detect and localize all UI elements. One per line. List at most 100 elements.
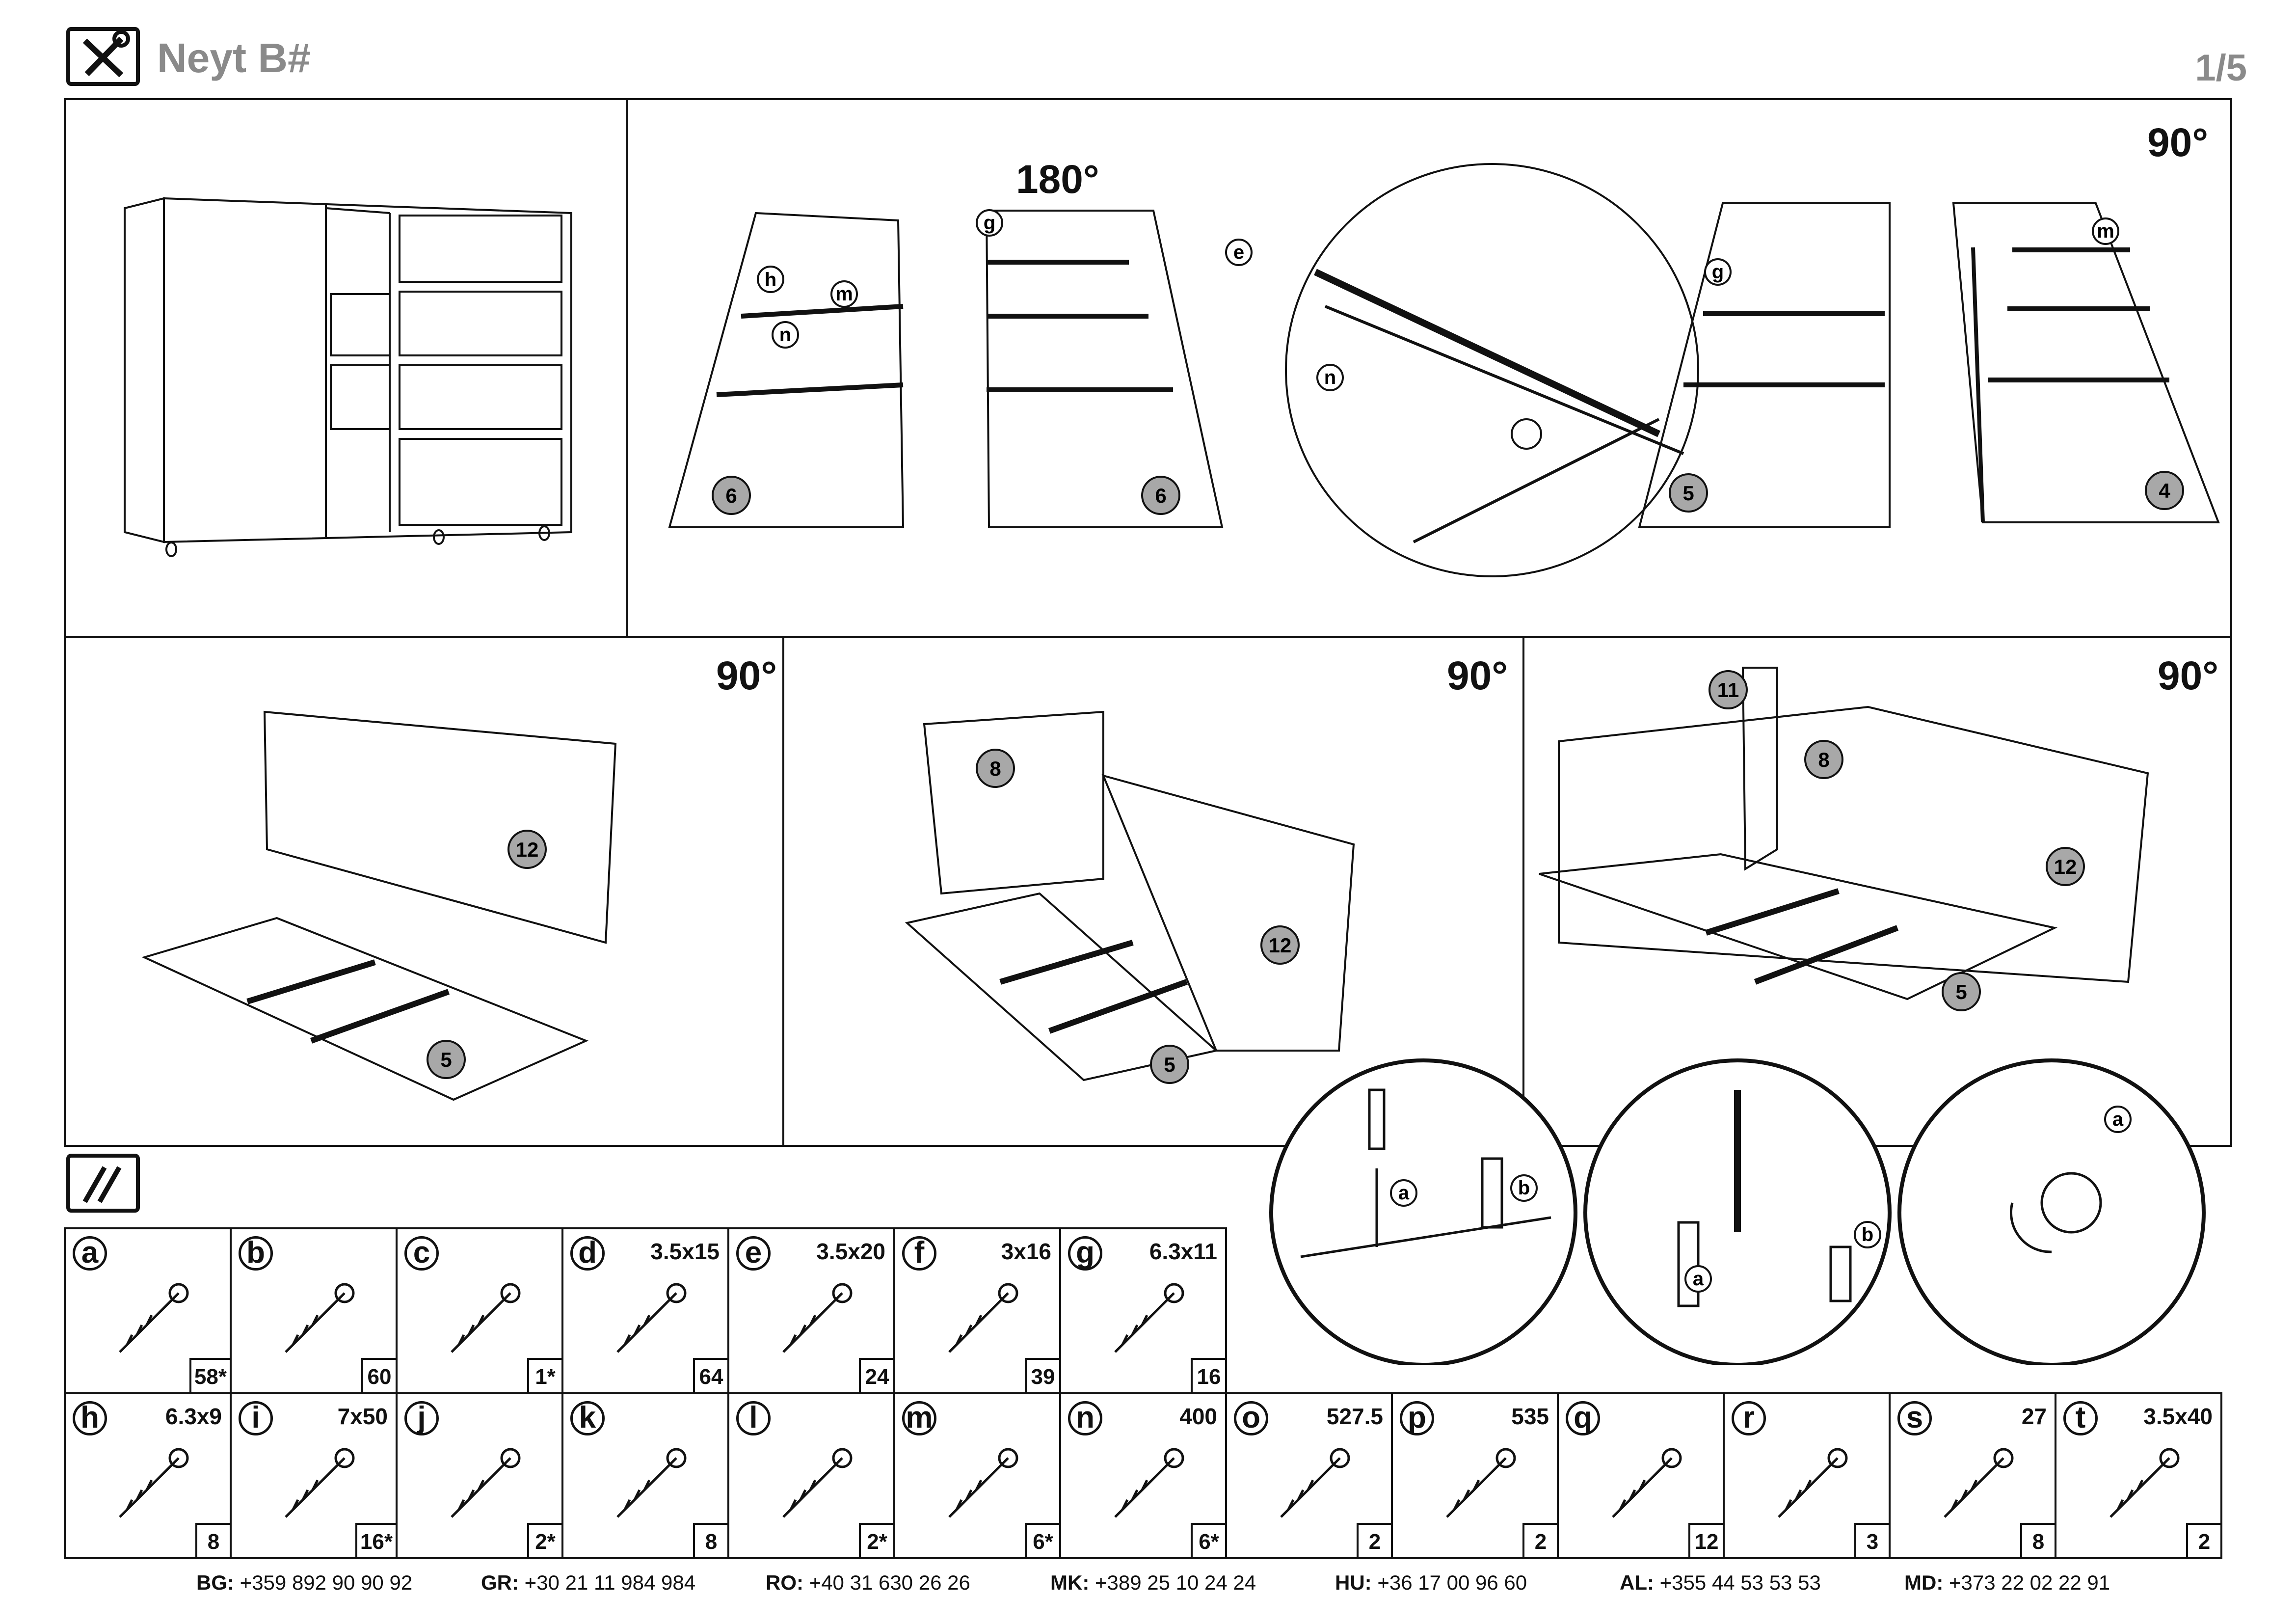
tools-icon	[66, 27, 140, 86]
part-letter: d	[570, 1236, 605, 1271]
part-dimension: 527.5	[1326, 1404, 1383, 1429]
part-g-icon	[1114, 1283, 1184, 1353]
part-quantity: 12	[1688, 1523, 1725, 1559]
part-dimension: 6.3x9	[165, 1404, 222, 1429]
drawer-runner-diagrams: h m n g e n g m 6 6 5 4	[668, 163, 2220, 577]
svg-text:12: 12	[2054, 855, 2077, 878]
svg-text:g: g	[1712, 261, 1724, 283]
rotate-90-label-2: 90°	[716, 653, 777, 698]
svg-text:n: n	[779, 324, 791, 346]
part-dimension: 6.3x11	[1149, 1239, 1217, 1264]
contact-ro: RO: +40 31 630 26 26	[766, 1571, 970, 1594]
part-f-icon	[948, 1283, 1018, 1353]
step-divider-panel: 11 8 12 5 90°	[1522, 636, 2232, 1147]
svg-text:a: a	[2112, 1109, 2124, 1130]
part-letter: p	[1400, 1401, 1434, 1435]
svg-text:4: 4	[2159, 479, 2170, 502]
svg-text:11: 11	[1717, 678, 1739, 702]
part-quantity: 8	[195, 1523, 232, 1559]
callout-m: m	[830, 280, 858, 308]
part-letter: g	[1068, 1236, 1102, 1271]
contact-md: MD: +373 22 02 22 91	[1904, 1571, 2110, 1594]
part-letter: e	[736, 1236, 771, 1271]
svg-text:8: 8	[1818, 748, 1829, 771]
callout-n2: n	[1316, 364, 1344, 391]
part-quantity: 58*	[189, 1358, 232, 1394]
part-t-icon	[2109, 1448, 2180, 1518]
part-quantity: 6*	[1191, 1523, 1227, 1559]
svg-text:a: a	[1398, 1182, 1410, 1204]
part-dimension: 535	[1511, 1404, 1549, 1429]
part-cell-o: o 527.5 2	[1225, 1392, 1393, 1559]
part-quantity: 8	[2020, 1523, 2056, 1559]
part-l-icon	[782, 1448, 853, 1518]
rotate-90-label: 90°	[2147, 120, 2209, 165]
part-cell-a: a 58*	[64, 1227, 232, 1394]
part-dimension: 3.5x20	[816, 1239, 885, 1264]
part-q-icon	[1612, 1448, 1682, 1518]
part-quantity: 3	[1854, 1523, 1891, 1559]
part-quantity: 8	[693, 1523, 729, 1559]
contact-bg: BG: +359 892 90 90 92	[196, 1571, 413, 1594]
part-quantity: 1*	[527, 1358, 563, 1394]
part-quantity: 2	[1522, 1523, 1559, 1559]
part-k-icon	[616, 1448, 687, 1518]
overview-panel	[64, 98, 628, 638]
contact-gr: GR: +30 21 11 984 984	[481, 1571, 696, 1594]
part-quantity: 2	[2186, 1523, 2222, 1559]
part-j-icon	[451, 1448, 521, 1518]
part-letter: s	[1897, 1401, 1932, 1435]
svg-text:g: g	[984, 212, 995, 234]
part-letter: o	[1234, 1401, 1268, 1435]
part-b-icon	[285, 1283, 355, 1353]
svg-text:12: 12	[516, 838, 539, 861]
rotate-90-label-3: 90°	[1447, 653, 1508, 698]
cam-lock-detail-circles: a b a b a	[1269, 1058, 2206, 1365]
part-cell-e: e 3.5x20 24	[727, 1227, 895, 1394]
part-letter: b	[239, 1236, 273, 1271]
contact-mk: MK: +389 25 10 24 24	[1050, 1571, 1256, 1594]
part-letter: m	[902, 1401, 936, 1435]
product-title: Neyt B#	[157, 35, 311, 81]
step-back-panel: 12 5 90°	[64, 636, 784, 1147]
part-h-icon	[119, 1448, 189, 1518]
part-quantity: 60	[361, 1358, 398, 1394]
part-quantity: 2*	[859, 1523, 895, 1559]
callout-e: e	[1225, 239, 1253, 266]
part-quantity: 2	[1357, 1523, 1393, 1559]
svg-text:m: m	[835, 283, 853, 305]
part-a-icon	[119, 1283, 189, 1353]
part-quantity: 39	[1025, 1358, 1061, 1394]
part-letter: f	[902, 1236, 936, 1271]
part-cell-f: f 3x16 39	[893, 1227, 1061, 1394]
svg-text:5: 5	[1164, 1053, 1175, 1076]
part-dimension: 3x16	[1001, 1239, 1051, 1264]
part-cell-d: d 3.5x15 64	[561, 1227, 729, 1394]
part-e-icon	[782, 1283, 853, 1353]
part-letter: a	[73, 1236, 107, 1271]
part-dimension: 3.5x15	[650, 1239, 720, 1264]
part-dimension: 27	[2021, 1404, 2047, 1429]
part-quantity: 64	[693, 1358, 729, 1394]
rotate-180-label: 180°	[1016, 157, 1099, 202]
contact-list: BG: +359 892 90 90 92 GR: +30 21 11 984 9…	[0, 1571, 2296, 1600]
part-dimension: 400	[1179, 1404, 1217, 1429]
part-quantity: 24	[859, 1358, 895, 1394]
part-o-icon	[1280, 1448, 1350, 1518]
svg-text:a: a	[1693, 1268, 1704, 1290]
part-letter: r	[1732, 1401, 1766, 1435]
svg-text:8: 8	[989, 757, 1001, 780]
page-number: 1/5	[2195, 47, 2247, 89]
svg-text:5: 5	[1682, 482, 1694, 505]
part-r-icon	[1778, 1448, 1848, 1518]
part-quantity: 2*	[527, 1523, 563, 1559]
